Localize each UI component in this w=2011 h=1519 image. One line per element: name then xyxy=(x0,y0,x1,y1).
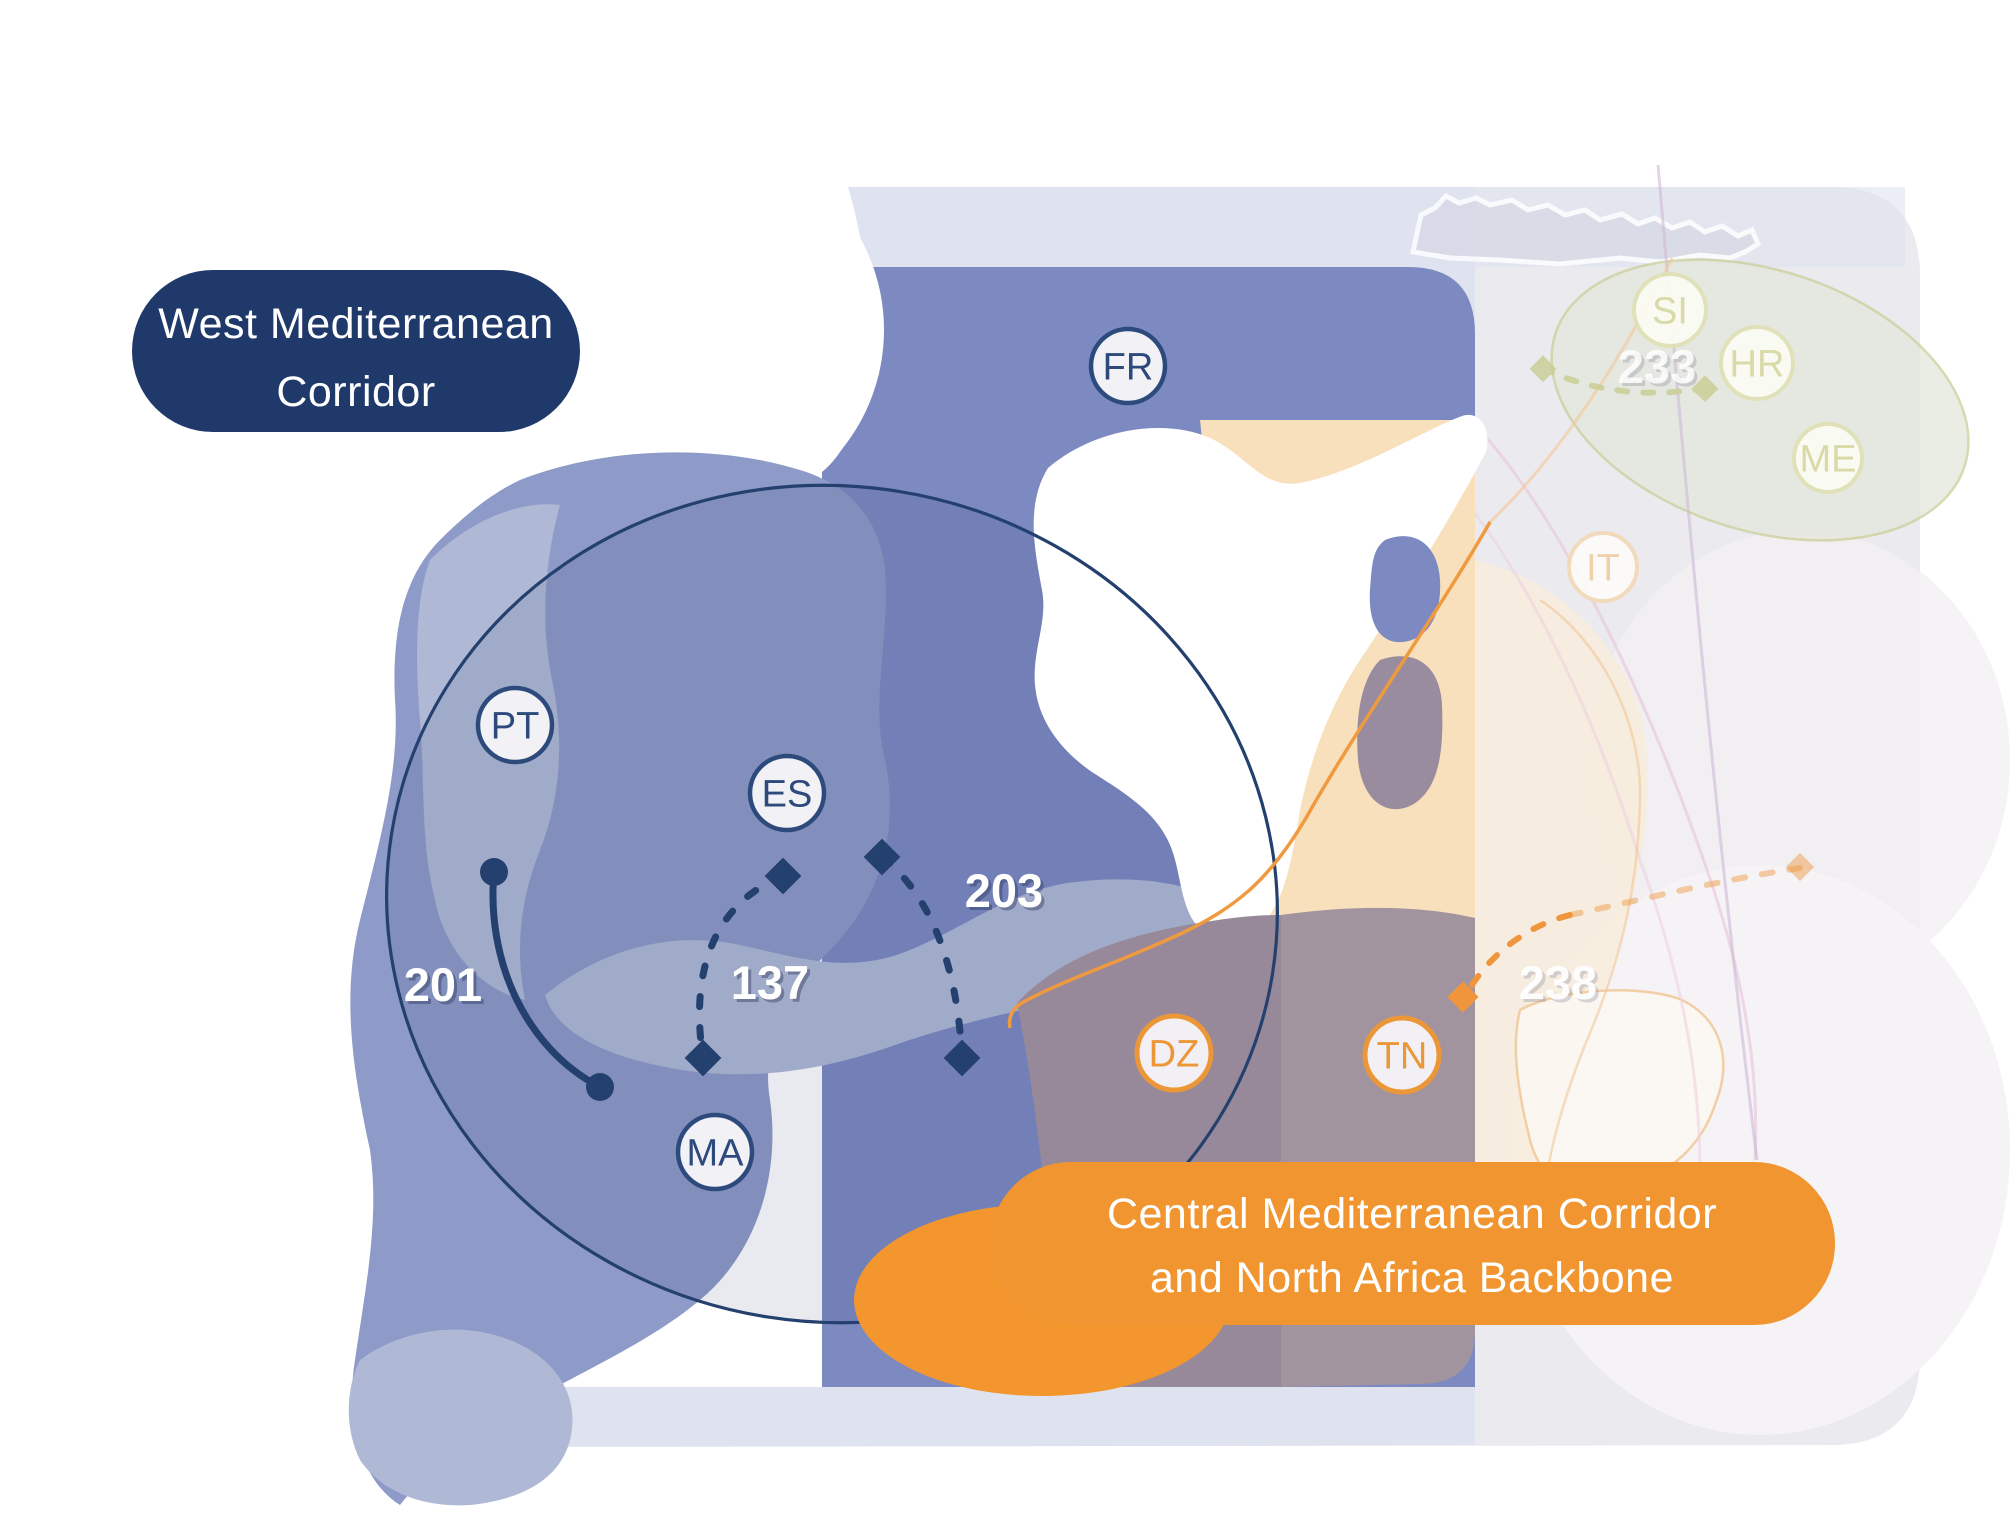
island-corsica xyxy=(1369,536,1441,643)
route-203-label-shadow: 203 xyxy=(968,867,1046,920)
west-corridor-line2: Corridor xyxy=(276,368,435,416)
node-IT-label: IT xyxy=(1586,548,1620,590)
node-ES-label: ES xyxy=(762,774,813,816)
faded-pink-line-1 xyxy=(1478,429,1758,1161)
node-ES-circle xyxy=(747,753,827,833)
route-203 xyxy=(863,838,981,1077)
node-TN-label: TN xyxy=(1377,1036,1428,1078)
light-blue-south-tail xyxy=(348,1329,573,1506)
node-HR: HR xyxy=(1719,325,1795,401)
light-blue-strait-band xyxy=(545,879,1243,1075)
route-233-line xyxy=(1540,365,1708,396)
route-137-line xyxy=(696,872,787,1062)
route-233-label-shadow: 233 xyxy=(1621,343,1699,396)
west-corridor-pill xyxy=(132,270,580,432)
route-137 xyxy=(684,857,802,1077)
route-233 xyxy=(1529,355,1719,403)
node-MA: MA xyxy=(675,1112,755,1192)
route-201-label: 201 xyxy=(404,958,482,1011)
route-238-endpoint-icon xyxy=(1785,852,1815,882)
route-201-label-shadow: 201 xyxy=(407,961,485,1014)
route-137-label: 137 xyxy=(731,956,809,1009)
faded-peninsula xyxy=(1514,989,1725,1193)
central-corridor-line1: Central Mediterranean Corridor xyxy=(1107,1190,1717,1238)
route-203-endpoint-icon xyxy=(863,838,901,876)
route-201-line xyxy=(489,871,602,1091)
node-DZ: DZ xyxy=(1134,1013,1214,1093)
atlantic-bite xyxy=(504,140,884,520)
route-203-endpoint-icon xyxy=(943,1039,981,1077)
route-201 xyxy=(480,858,614,1101)
node-SI-label: SI xyxy=(1652,291,1688,333)
route-233-endpoint-icon xyxy=(1529,355,1557,383)
route-137-label-shadow: 137 xyxy=(734,959,812,1012)
node-IT: IT xyxy=(1567,531,1639,603)
mediterranean-sea xyxy=(1033,414,1488,942)
node-PT-label: PT xyxy=(491,706,540,748)
route-233-label: 233 xyxy=(1618,340,1696,393)
node-FR: FR xyxy=(1088,326,1168,406)
island-sardinia xyxy=(1357,656,1443,810)
node-TN-circle xyxy=(1362,1015,1442,1095)
node-DZ-circle xyxy=(1134,1013,1214,1093)
node-ME: ME xyxy=(1792,422,1864,494)
central-corridor-pill xyxy=(990,1162,1835,1325)
node-SI: SI xyxy=(1632,272,1708,348)
node-ME-label: ME xyxy=(1800,439,1857,481)
route-203-label: 203 xyxy=(965,864,1043,917)
node-TN: TN xyxy=(1362,1015,1442,1095)
node-PT-circle xyxy=(475,685,555,765)
node-ME-circle xyxy=(1792,422,1864,494)
faded-pink-line-2 xyxy=(1438,469,1702,1173)
west-corridor-line1: West Mediterranean xyxy=(158,300,553,348)
route-137-endpoint-icon xyxy=(764,857,802,895)
node-FR-circle xyxy=(1088,326,1168,406)
west-corridor-boundary xyxy=(385,483,1279,1325)
route-238-label: 238 xyxy=(1519,956,1597,1009)
node-HR-label: HR xyxy=(1730,344,1785,386)
route-238-label-shadow: 238 xyxy=(1522,959,1600,1012)
central-corridor-boundary xyxy=(1007,521,1492,1029)
west-corridor-legend: West Mediterranean Corridor xyxy=(132,270,580,432)
route-201-endpoint-icon xyxy=(480,858,508,886)
faded-east-zone xyxy=(1409,164,2010,1445)
node-SI-circle xyxy=(1632,272,1708,348)
node-DZ-label: DZ xyxy=(1149,1034,1200,1076)
route-233-endpoint-icon xyxy=(1691,375,1719,403)
route-201-endpoint-icon xyxy=(586,1073,614,1101)
node-MA-circle xyxy=(675,1112,755,1192)
central-corridor-line2: and North Africa Backbone xyxy=(1150,1254,1674,1302)
node-FR-label: FR xyxy=(1103,347,1154,389)
route-238-line xyxy=(1469,912,1573,988)
node-PT: PT xyxy=(475,685,555,765)
node-ES: ES xyxy=(747,753,827,833)
route-203-line xyxy=(878,853,966,1062)
node-IT-circle xyxy=(1567,531,1639,603)
route-238 xyxy=(1447,852,1815,1013)
faded-orange-region xyxy=(1475,560,1648,1305)
route-238-line-faded xyxy=(1567,865,1803,918)
node-HR-circle xyxy=(1719,325,1795,401)
central-corridor-legend: Central Mediterranean Corridor and North… xyxy=(990,1162,1835,1325)
node-MA-label: MA xyxy=(687,1133,745,1175)
route-137-endpoint-icon xyxy=(684,1039,722,1077)
